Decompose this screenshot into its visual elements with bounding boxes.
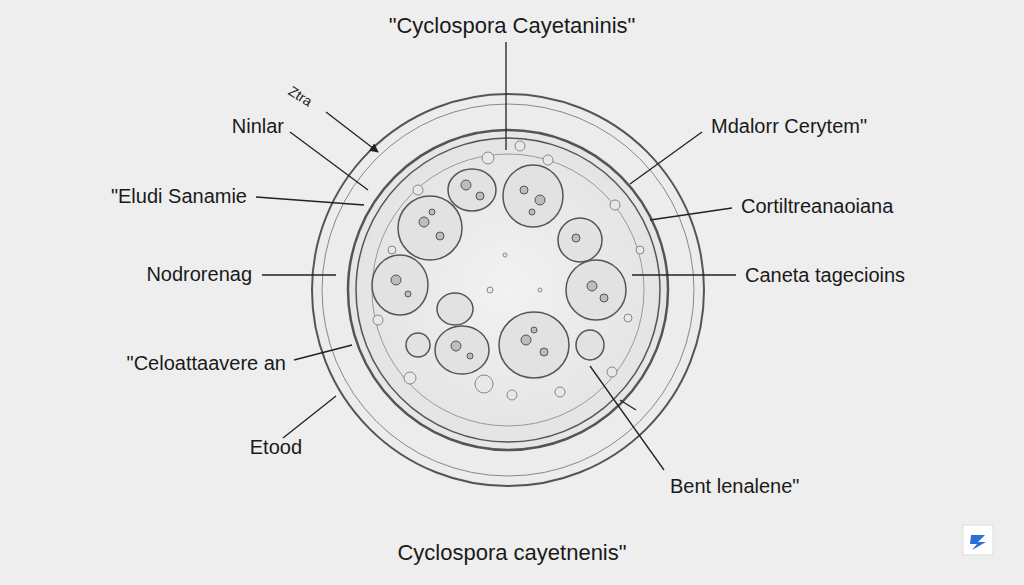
part-label: "Celoattaavere an [127,352,286,375]
part-label: "Eludi Sanamie [111,185,247,208]
leader-lines [256,42,736,470]
part-label: Nodrorenag [146,263,252,286]
logo-icon [963,525,993,555]
part-label: Ztra [285,83,315,110]
part-label: Cortiltreanaoiana [741,195,893,218]
diagram-caption: Cyclospora cayetnenis" [397,540,626,565]
oocyst-wall [312,94,704,486]
part-label: Ninlar [232,115,284,138]
cytoplasm-granules [373,141,644,400]
sporocyst-nuclei [391,180,608,359]
part-label: Etood [250,436,302,459]
part-label: Mdalorr Cerytem" [711,115,867,138]
diagram-title: "Cyclospora Cayetaninis" [389,13,636,38]
part-label: Caneta tagecioins [745,264,905,287]
sporocysts [372,165,626,378]
part-label: Bent lenalene" [670,475,799,498]
